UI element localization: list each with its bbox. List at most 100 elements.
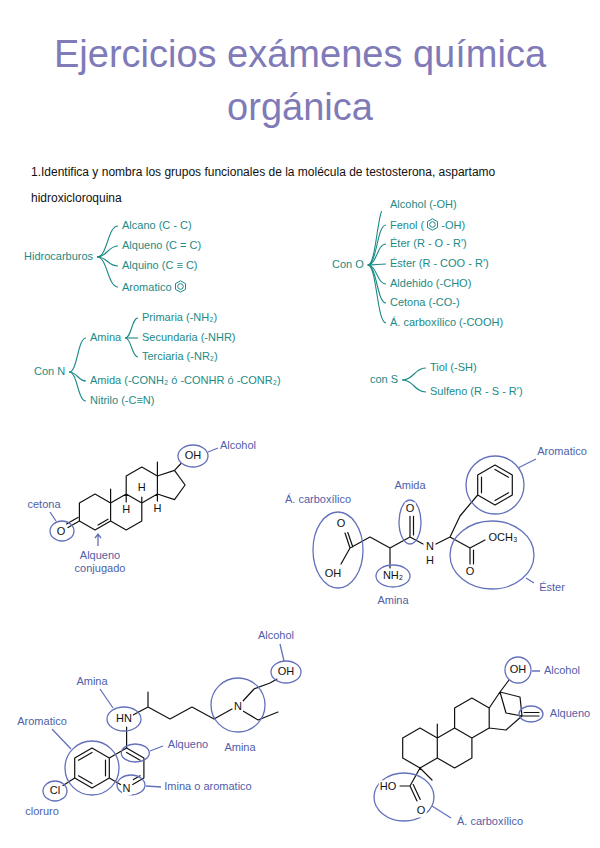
atom-label: OCH₃ [488, 531, 519, 544]
term-text: Con N [34, 365, 65, 377]
testosterone-skeleton [67, 462, 186, 530]
tree-term: Alcohol (-OH) [388, 197, 459, 213]
tree-term: Alcano (C - C) [120, 218, 194, 234]
group-annotation: cloruro [24, 805, 60, 818]
group-circle [271, 661, 301, 683]
group-annotation: Alcohol [257, 629, 295, 642]
group-circle [211, 678, 265, 732]
term-text: Amida (-CONH₂ ó -CONHR ó -CONR₂) [90, 374, 281, 386]
benzene-hexagon [175, 280, 185, 291]
atom-label: O [416, 804, 427, 817]
atom-label: H [137, 481, 147, 494]
branch-line [402, 380, 426, 392]
tree-term: Aldehido (-CHO) [388, 276, 473, 292]
term-text: Fenol ( [390, 219, 424, 231]
tree-term: Éter (R - O - R') [388, 236, 469, 252]
branch-line [402, 368, 426, 380]
term-text: Alqueno (C = C) [122, 239, 201, 251]
atom-label: O [56, 525, 67, 538]
group-annotation: Á. carboxílico [284, 493, 352, 506]
benzene-icon [174, 280, 187, 293]
term-text: Á. carboxílico (-COOH) [390, 316, 503, 328]
term-text: Éter (R - O - R') [390, 237, 467, 249]
tree-term: Terciaria (-NR₂) [140, 349, 220, 365]
term-text: Con O [332, 258, 364, 270]
term-text: Terciaria (-NR₂) [142, 350, 218, 362]
tree-term: Nitrilo (-C≡N) [88, 393, 156, 409]
tree-term: Secundaria (-NHR) [140, 330, 238, 346]
group-circle [313, 512, 363, 588]
tree-term: Amida (-CONH₂ ó -CONHR ó -CONR₂) [88, 373, 283, 389]
atom-label: HO [379, 780, 398, 793]
leader-lines [50, 448, 540, 818]
tree-term: Aromatico [120, 279, 191, 296]
group-circle [374, 773, 434, 821]
diterpene-skeleton [400, 680, 539, 801]
atom-label: OH [324, 567, 343, 580]
term-text: Sulfeno (R - S - R') [430, 385, 523, 397]
group-circle [450, 521, 534, 589]
group-annotation: Alqueno [167, 738, 209, 751]
term-text: Tiol (-SH) [430, 361, 477, 373]
group-circle [121, 744, 149, 762]
branch-line [69, 372, 86, 401]
branch-line [97, 246, 118, 257]
atom-label: H [121, 503, 131, 516]
term-text: Amina [90, 331, 121, 343]
atom-label: N [425, 540, 435, 553]
tree-term: con S [368, 372, 400, 388]
group-annotation: Alcohol [543, 664, 581, 677]
group-annotation: Imina o aromatico [163, 780, 252, 793]
tree-term: Á. carboxílico (-COOH) [388, 315, 505, 331]
atom-label: OH [277, 665, 296, 678]
tree-term: Con N [32, 364, 67, 380]
group-circle [466, 456, 524, 514]
tree-term: Alqueno (C = C) [120, 238, 203, 254]
group-annotation: Éster [538, 581, 566, 594]
atom-label: H [425, 554, 435, 567]
term-text: Aromatico [122, 281, 172, 293]
term-text: Alquino (C ≡ C) [122, 259, 198, 271]
instruction-text: 1.Identifica y nombra los grupos funcion… [30, 159, 577, 211]
group-circle [107, 707, 141, 731]
tree-term: Fenol ( -OH) [388, 217, 467, 234]
atom-label: N [233, 700, 243, 713]
tree-term: Sulfeno (R - S - R') [428, 384, 525, 400]
group-circle [505, 657, 531, 683]
group-annotation: Amina [75, 675, 108, 688]
group-annotation: Aromatico [16, 715, 68, 728]
atom-label: N [122, 782, 132, 795]
tree-term: Éster (R - COO - R') [388, 256, 491, 272]
group-annotation: Alcohol [219, 439, 257, 452]
term-text: Alcano (C - C) [122, 219, 192, 231]
hydroxychloroquine-skeleton [63, 679, 278, 788]
term-text: Cetona (-CO-) [390, 296, 460, 308]
group-annotation: Amida [393, 479, 426, 492]
term-text: Secundaria (-NHR) [142, 331, 236, 343]
term-text: Aldehido (-CHO) [390, 277, 471, 289]
benzene-circle [177, 283, 183, 289]
group-circle [50, 521, 74, 541]
group-circle [178, 445, 208, 467]
benzene-circle [430, 221, 436, 227]
term-text: Alcohol (-OH) [390, 198, 457, 210]
group-annotation: cetona [26, 498, 61, 511]
term-text: Hidrocarburos [24, 250, 93, 262]
branch-line [125, 318, 138, 338]
group-circle [376, 565, 410, 587]
tree-term: Hidrocarburos [22, 249, 95, 265]
atom-label: O [465, 565, 476, 578]
group-annotation: Alqueno [549, 707, 591, 720]
branch-line [97, 257, 118, 287]
term-text: -OH) [441, 219, 465, 231]
tree-term: Primaria (-NH₂) [140, 310, 219, 326]
atom-label: NH₂ [382, 569, 404, 582]
tree-term: Alquino (C ≡ C) [120, 258, 200, 274]
group-circle [65, 741, 119, 795]
group-annotation: Alqueno conjugado [66, 549, 134, 575]
branch-line [368, 225, 386, 265]
branch-line [368, 264, 386, 265]
group-circle [43, 781, 67, 801]
group-annotation: Amina [376, 594, 409, 607]
